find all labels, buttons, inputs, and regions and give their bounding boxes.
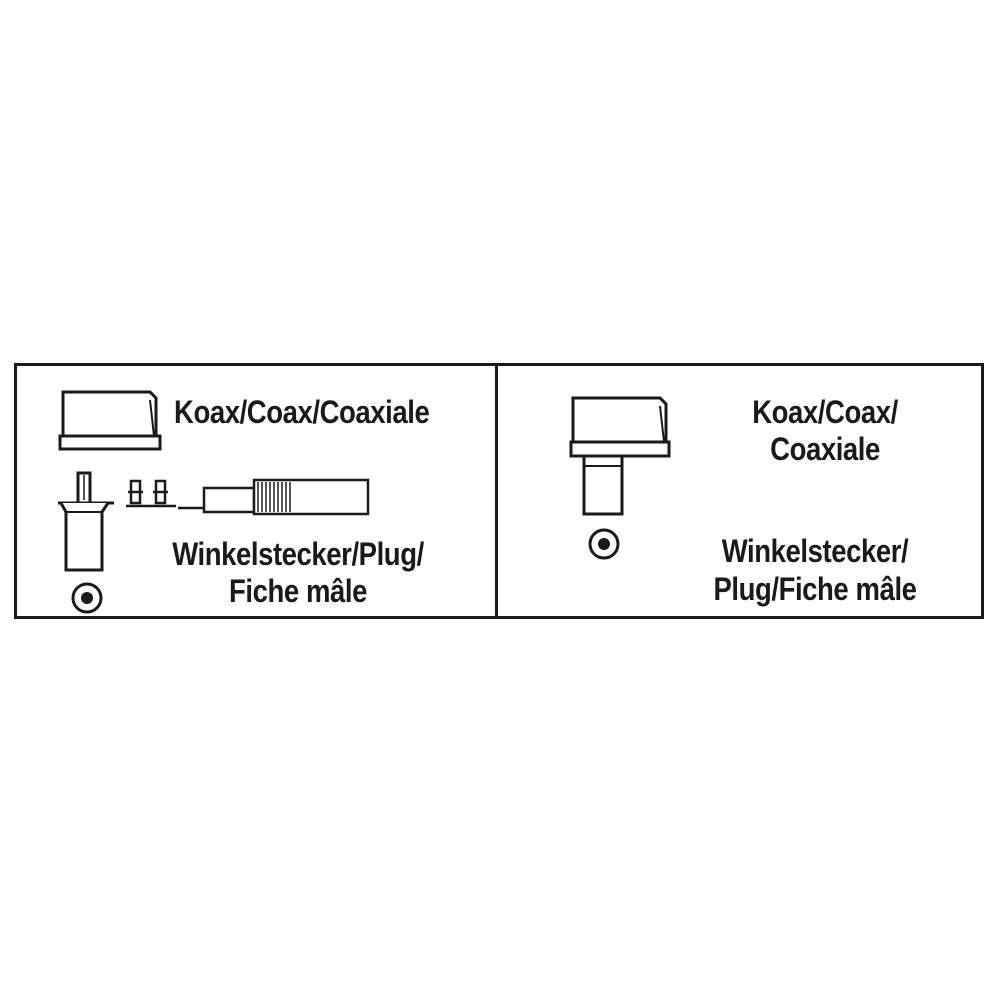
left-plug-label-line1: Winkelstecker/Plug/ (172, 536, 424, 572)
panel-divider (495, 363, 498, 619)
left-coax-label: Koax/Coax/Coaxiale (174, 394, 430, 430)
diagram-frame (14, 363, 984, 619)
right-plug-label-line1: Winkelstecker/ (721, 533, 909, 569)
coax-socket-icon (58, 390, 162, 451)
connector-face-icon (71, 582, 103, 614)
left-plug-label-line2: Fiche mâle (229, 573, 367, 609)
right-coax-label-line2: Coaxiale (770, 431, 880, 467)
right-plug-label-line2: Plug/Fiche mâle (713, 571, 917, 607)
angled-plug-icon (58, 471, 114, 572)
cable-end-icon (178, 478, 370, 516)
connector-face-icon (588, 528, 620, 560)
screw-terminal-icon (126, 479, 176, 508)
angled-coax-connector-icon (569, 396, 671, 516)
right-coax-label-line1: Koax/Coax/ (752, 394, 898, 430)
